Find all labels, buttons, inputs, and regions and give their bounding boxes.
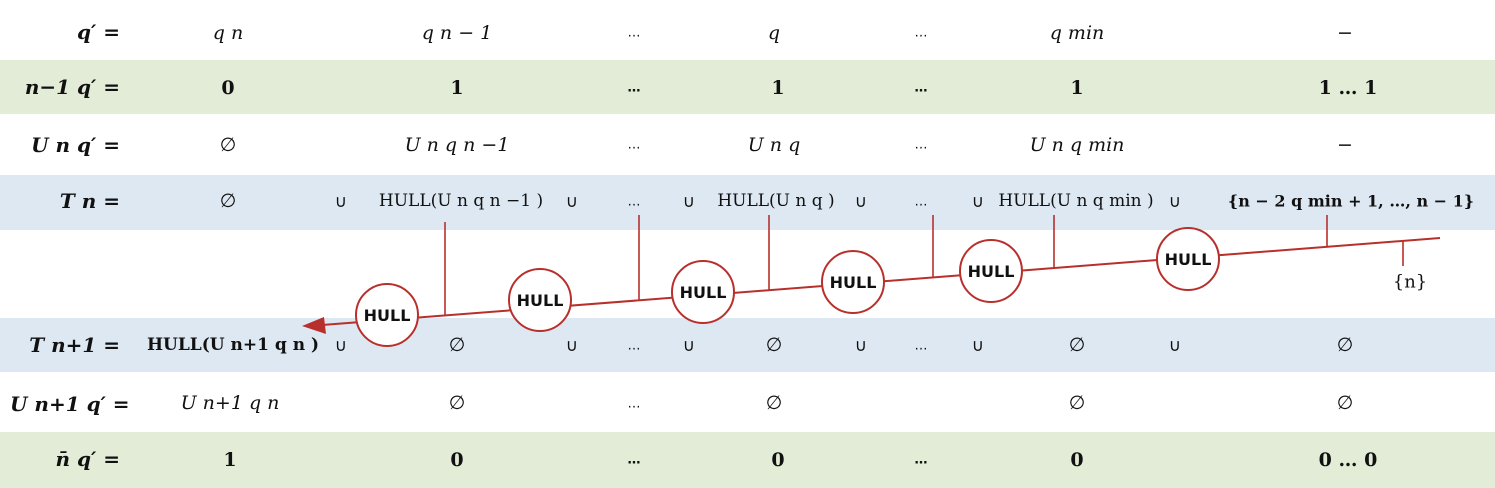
cell: 1 <box>450 77 464 99</box>
cell: ∅ <box>1336 334 1354 356</box>
union-op: ∪ <box>334 336 348 356</box>
union-op: ∪ <box>334 192 348 212</box>
cell: … <box>627 194 641 210</box>
cell: HULL(U n q n −1 ) <box>378 191 544 211</box>
hull-node: HULL <box>671 260 735 324</box>
cell: q n <box>212 22 244 44</box>
cell: 1 <box>771 77 785 99</box>
cell: 1 <box>223 449 237 471</box>
row-band-green <box>0 60 1495 114</box>
cell: ∅ <box>448 392 466 414</box>
cell: … <box>627 80 641 96</box>
cell: … <box>914 80 928 96</box>
cell: HULL(U n+1 q n ) <box>146 335 320 355</box>
row-band-green <box>0 432 1495 488</box>
cell: q <box>767 22 781 44</box>
union-op: ∪ <box>971 192 985 212</box>
union-op: ∪ <box>854 336 868 356</box>
union-op: ∪ <box>682 192 696 212</box>
union-op: ∪ <box>1168 336 1182 356</box>
hull-node: HULL <box>959 239 1023 303</box>
cell: 0 <box>771 449 785 471</box>
cell: 1 <box>1070 77 1084 99</box>
cell: q min <box>1049 22 1105 44</box>
cell: ∅ <box>1068 392 1086 414</box>
cell: … <box>627 338 641 354</box>
row-band-blue <box>0 175 1495 230</box>
cell: ∅ <box>1336 392 1354 414</box>
union-op: ∪ <box>854 192 868 212</box>
cell: ∅ <box>765 334 783 356</box>
cell: … <box>914 338 928 354</box>
cell: ∅ <box>219 134 237 156</box>
cell: … <box>627 396 641 412</box>
cell: HULL(U n q min ) <box>998 191 1154 211</box>
row-label-n-bar: n̄ q′ = <box>55 447 120 471</box>
hull-node: HULL <box>821 250 885 314</box>
cell: 0 … 0 <box>1318 449 1378 471</box>
cell: q n − 1 <box>421 22 493 44</box>
cell: HULL(U n q ) <box>717 191 835 211</box>
cell: … <box>914 137 928 153</box>
cell: ∅ <box>765 392 783 414</box>
row-label-t-n-plus-1: T n+1 = <box>29 333 120 357</box>
cell: … <box>914 194 928 210</box>
singleton-n-set: {n} <box>1392 271 1428 293</box>
hull-node: HULL <box>1156 227 1220 291</box>
cell: 0 <box>450 449 464 471</box>
union-op: ∪ <box>1168 192 1182 212</box>
union-op: ∪ <box>682 336 696 356</box>
cell: 0 <box>221 77 235 99</box>
row-label-n-minus-1: n−1 q′ = <box>24 75 120 99</box>
cell: U n q n −1 <box>404 134 510 156</box>
row-label-u-n: U n q′ = <box>31 133 120 157</box>
cell: … <box>914 25 928 41</box>
arrow-head <box>302 317 326 334</box>
union-op: ∪ <box>565 336 579 356</box>
cell: − <box>1337 22 1353 44</box>
cell: U n q min <box>1029 134 1125 156</box>
row-label-u-n-plus-1: U n+1 q′ = <box>10 392 130 416</box>
cell: … <box>627 452 641 468</box>
cell: … <box>627 25 641 41</box>
row-band-blue <box>0 318 1495 372</box>
cell: ∅ <box>448 334 466 356</box>
union-op: ∪ <box>565 192 579 212</box>
cell: − <box>1337 134 1353 156</box>
cell: {n − 2 q min + 1, …, n − 1} <box>1227 191 1475 211</box>
hull-node: HULL <box>355 283 419 347</box>
cell: U n q <box>747 134 801 156</box>
union-op: ∪ <box>971 336 985 356</box>
cell: ∅ <box>1068 334 1086 356</box>
row-label-q-prime: q′ = <box>77 20 120 44</box>
cell: 1 … 1 <box>1318 77 1378 99</box>
hull-node: HULL <box>508 268 572 332</box>
cell: U n+1 q n <box>180 392 280 414</box>
cell: ∅ <box>219 190 237 212</box>
cell: 0 <box>1070 449 1084 471</box>
cell: … <box>627 137 641 153</box>
row-label-t-n: T n = <box>59 189 120 213</box>
cell: … <box>914 452 928 468</box>
